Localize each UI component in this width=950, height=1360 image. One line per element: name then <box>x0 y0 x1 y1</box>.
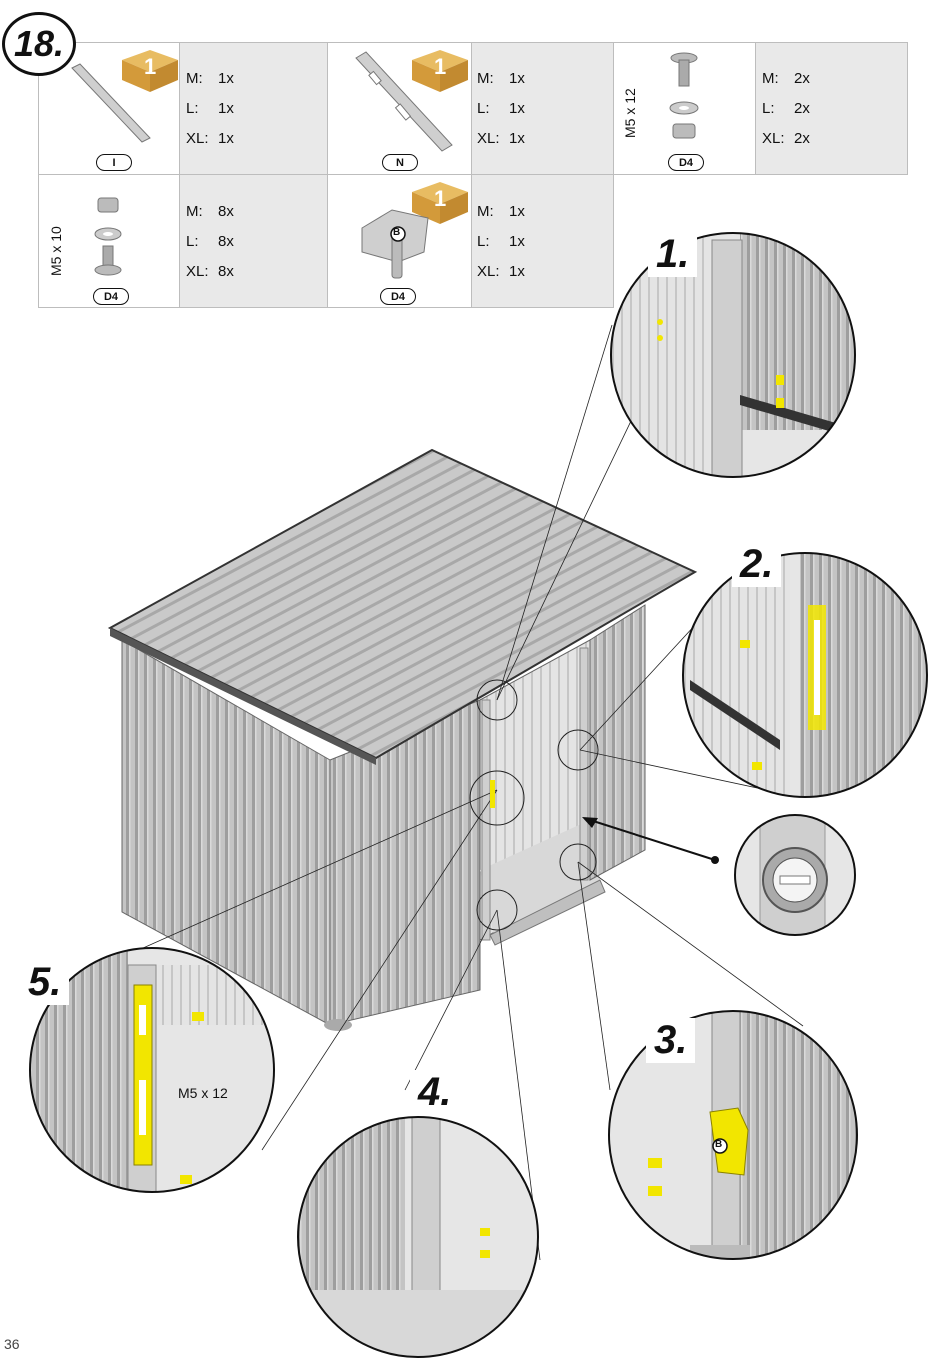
part-m5x12-code: D4 <box>668 154 704 171</box>
part-m5x12-qty-l: L:2x <box>762 100 810 117</box>
part-hinge-qty-cell <box>471 174 614 308</box>
part-n-qty-l: L:1x <box>477 100 525 117</box>
detail-4-number: 4. <box>410 1070 460 1115</box>
detail-3-view <box>608 1010 858 1260</box>
detail-3-marker: B <box>715 1139 723 1150</box>
part-hinge-code: D4 <box>380 288 416 305</box>
shed-drawing <box>107 448 698 1031</box>
detail-5-label: M5 x 12 <box>178 1085 228 1101</box>
hinge-icon <box>361 209 429 279</box>
part-m5x10-qty-l: L:8x <box>186 233 234 250</box>
box-icon <box>122 50 178 92</box>
detail-2-number: 2. <box>732 542 782 587</box>
detail-2-view <box>682 552 928 798</box>
part-n-qty-xl: XL:1x <box>477 130 525 147</box>
part-m5x10-label: M5 x 10 <box>48 226 64 276</box>
detail-1-number: 1. <box>648 232 698 277</box>
callout-circles <box>469 679 599 931</box>
part-m5x12-label: M5 x 12 <box>622 88 638 138</box>
part-m5x12-qty-cell <box>755 42 908 175</box>
part-n-code: N <box>382 154 418 171</box>
part-hinge-marker: B <box>393 227 401 238</box>
part-m5x12-qty-xl: XL:2x <box>762 130 810 147</box>
part-i-qty-cell <box>179 42 328 175</box>
part-i-box-count: 1 <box>144 54 157 79</box>
part-m5x12-qty-m: M:2x <box>762 70 810 87</box>
box-icon <box>412 182 468 224</box>
screw-m5x10-icon <box>94 197 122 276</box>
level-detail-view <box>734 814 856 936</box>
part-hinge-box-count: 1 <box>434 186 447 211</box>
part-i-drawing <box>71 63 151 143</box>
detail-4-view <box>297 1116 539 1358</box>
page-number: 36 <box>4 1336 20 1352</box>
part-n-qty-m: M:1x <box>477 70 525 87</box>
level-arrow <box>582 817 719 864</box>
part-m5x10-qty-xl: XL:8x <box>186 263 234 280</box>
detail-3-number: 3. <box>646 1018 696 1063</box>
part-m5x10-image-cell <box>38 174 180 308</box>
part-hinge-qty-l: L:1x <box>477 233 525 250</box>
step-number-badge: 18. <box>2 12 76 76</box>
part-n-qty-cell <box>471 42 614 175</box>
part-n-box-count: 1 <box>434 54 447 79</box>
highlighted-bar <box>490 780 495 808</box>
box-icon <box>412 50 468 92</box>
part-hinge-qty-m: M:1x <box>477 203 525 220</box>
step-number: 18. <box>13 23 65 64</box>
detail-5-number: 5. <box>20 960 70 1005</box>
part-hinge-qty-xl: XL:1x <box>477 263 525 280</box>
part-m5x10-qty-m: M:8x <box>186 203 234 220</box>
screw-m5x12-icon <box>669 52 699 139</box>
part-i-qty-m: M:1x <box>186 70 234 87</box>
detail-1-view <box>610 232 856 478</box>
part-n-drawing <box>355 51 453 152</box>
part-m5x10-code: D4 <box>93 288 129 305</box>
part-i-qty-xl: XL:1x <box>186 130 234 147</box>
part-m5x10-qty-cell <box>179 174 328 308</box>
part-i-qty-l: L:1x <box>186 100 234 117</box>
part-i-code: I <box>96 154 132 171</box>
